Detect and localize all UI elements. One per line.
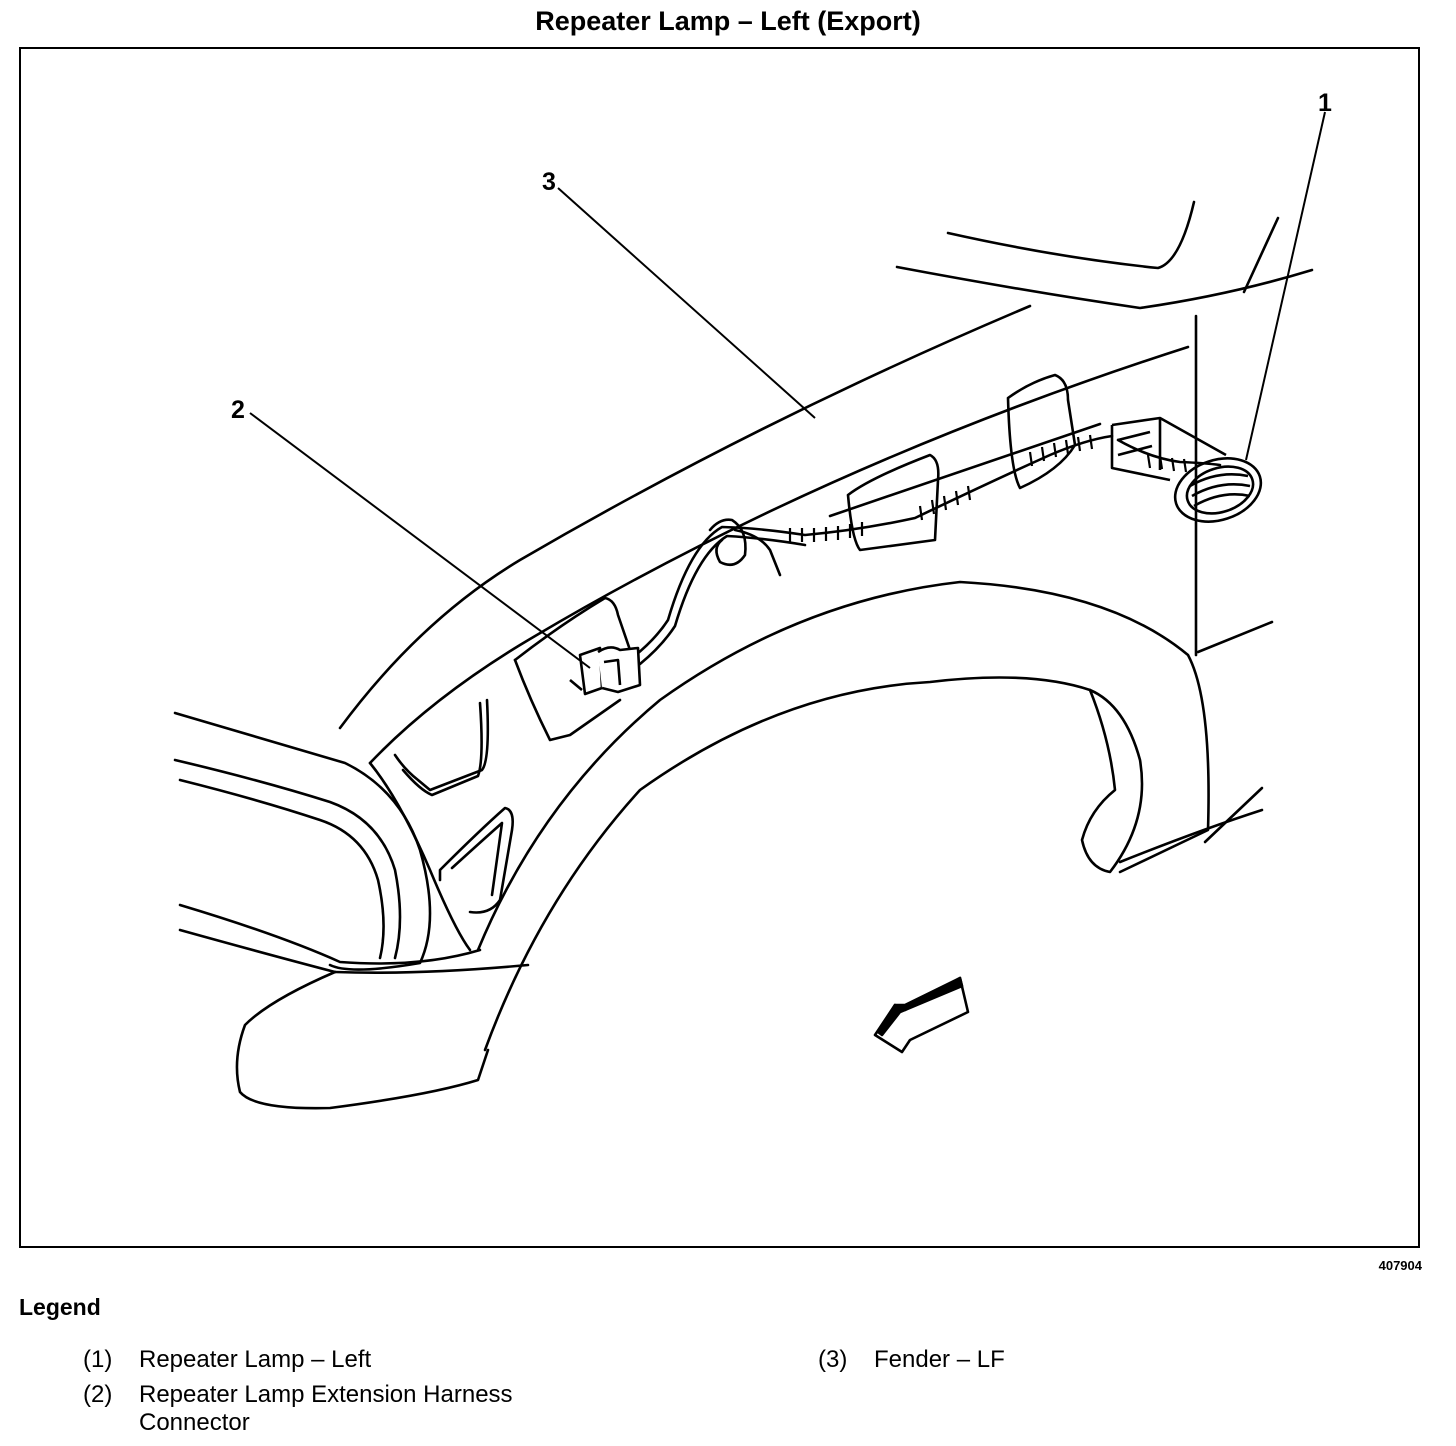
bumper-upper [333,963,530,974]
harness-pigtail [1116,438,1222,467]
harness-beads [788,434,1188,542]
apron-pocket-3 [1006,373,1077,490]
rocker-line [1203,786,1264,844]
headlamp-outer [173,711,432,971]
apron-pocket-2 [846,453,940,552]
apron-slot-2 [438,806,514,914]
harness-shadow [638,534,807,666]
legend-item-2: (2) Repeater Lamp Extension Harness Conn… [83,1381,603,1441]
callout-2: 2 [231,396,245,424]
legend-item-number: (1) [83,1346,113,1373]
windshield-edge [946,200,1196,270]
legend-item-text: Repeater Lamp – Left [139,1346,372,1373]
repeater-lamp-lens-lines [1189,473,1251,508]
door-lower-line [1196,620,1274,654]
fender-crease [368,345,1190,765]
bumper-line [178,928,337,974]
headlamp-inner-1 [173,758,402,960]
repeater-lamp-body [1173,457,1263,523]
legend-item-text: Repeater Lamp Extension Harness Connecto… [139,1381,513,1436]
rocker-line-lower [1118,808,1264,864]
wheel-arch-lip [483,676,1092,1052]
legend-heading: Legend [19,1294,101,1320]
lamp-bracket-hatch [1117,430,1153,457]
headlamp-inner-2 [178,778,385,960]
figure-id: 407904 [1378,1258,1422,1273]
diagram-title: Repeater Lamp – Left (Export) [535,6,921,36]
apron-slot-1 [393,698,490,792]
harness-connector-shape [569,646,642,696]
inner-liner [1080,688,1144,874]
legend-item-number: (3) [818,1346,848,1373]
wheel-arch [476,580,1210,952]
bumper-top [178,903,482,965]
hood-edge [338,304,1032,730]
fender-front-edge [368,761,472,952]
callout-3: 3 [542,168,556,196]
front-direction-arrow [873,976,970,1054]
legend-item-number: (2) [83,1381,113,1408]
leader-line-3 [557,187,816,419]
clip-bracket [733,528,782,577]
a-pillar [1242,216,1280,294]
leader-line-1 [1245,111,1326,461]
apron-pocket-1-b [513,658,622,742]
cowl-line [895,265,1314,310]
diagram-frame [19,47,1420,1248]
leader-line-2 [249,412,591,669]
apron-pocket-1 [513,596,632,662]
harness-clip [708,518,747,567]
apron-slot-2-inner [450,821,504,897]
callout-1: 1 [1318,89,1332,117]
lamp-bracket [1110,416,1227,482]
harness [630,434,1114,660]
bumper-face [235,970,490,1110]
apron-line [828,422,1102,518]
apron-slot-1-inner [401,701,483,797]
legend-item-text: Fender – LF [874,1346,1005,1373]
